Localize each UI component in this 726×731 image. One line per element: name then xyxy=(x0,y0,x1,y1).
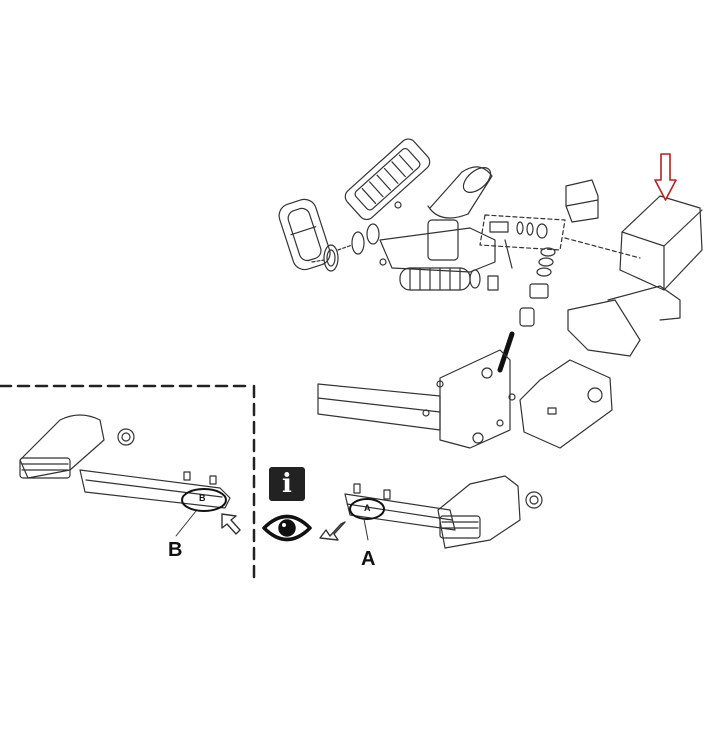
tag-a: A xyxy=(364,503,371,513)
arm-bracket xyxy=(317,349,516,449)
callout-a-ellipse xyxy=(349,498,385,520)
shaft-assembly xyxy=(479,214,566,251)
frame-plate xyxy=(379,227,496,273)
gears xyxy=(311,223,380,272)
side-cover xyxy=(564,195,703,357)
callout-a-label: A xyxy=(361,548,376,570)
spring-stack xyxy=(497,247,556,373)
pointer-arrow-icon-b xyxy=(221,513,241,535)
info-icon: i xyxy=(269,467,305,501)
pointer-arrow-icon-a xyxy=(319,521,346,541)
upper-housing xyxy=(344,138,431,221)
info-symbol: i xyxy=(282,469,292,499)
eye-icon xyxy=(262,514,312,542)
inset-frame xyxy=(0,384,256,582)
down-arrow-icon xyxy=(654,153,677,201)
tag-b: B xyxy=(199,493,206,503)
top-bracket xyxy=(565,179,599,223)
callout-b-label: B xyxy=(168,539,183,561)
arm-view-a xyxy=(344,475,543,549)
motor xyxy=(427,166,493,261)
arm-view-b xyxy=(19,414,231,509)
small-parts xyxy=(379,201,513,291)
lower-cover xyxy=(519,359,613,449)
gear-cover xyxy=(278,198,331,271)
worm-roller xyxy=(399,267,481,291)
callout-b-ellipse xyxy=(181,488,227,512)
